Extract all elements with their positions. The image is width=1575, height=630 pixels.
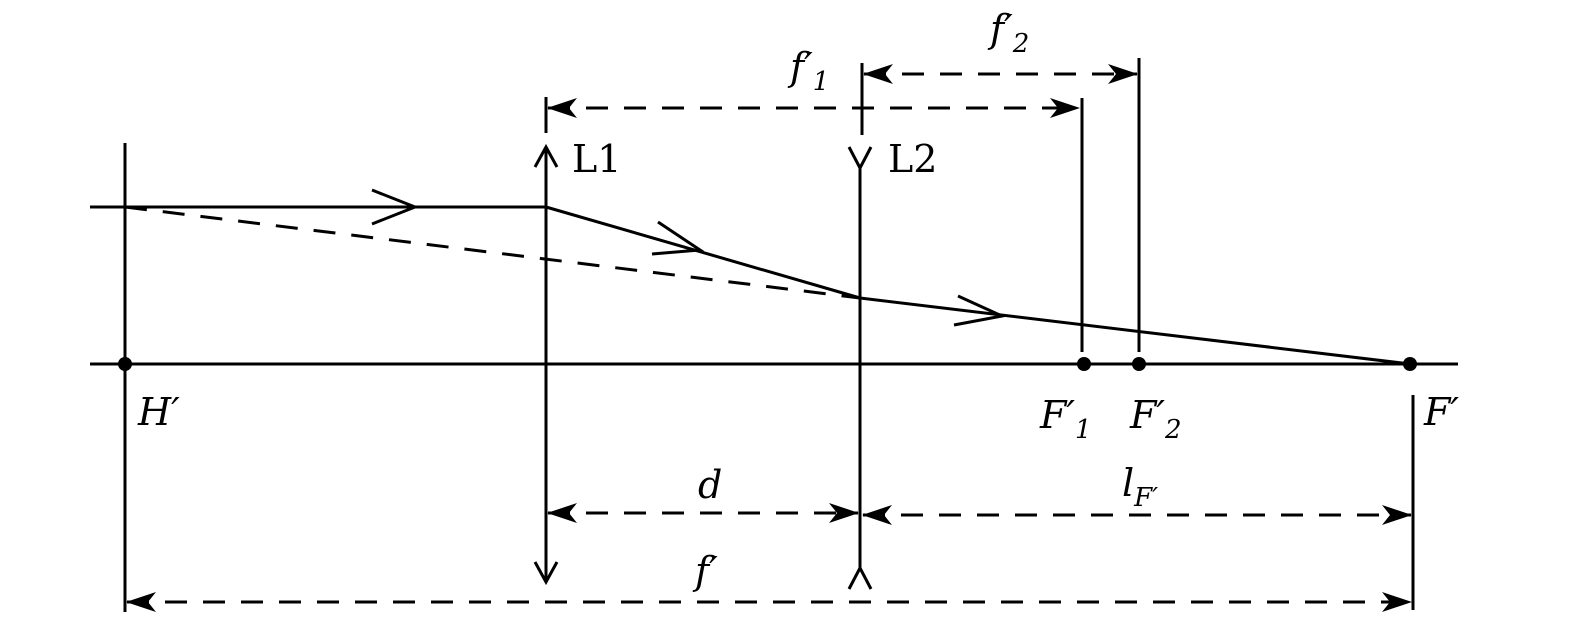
label-f2-prime: F′2: [1129, 393, 1182, 445]
lens-l1-top-arrow-icon: [533, 143, 559, 168]
label-dimension-f1: f′1: [787, 45, 829, 97]
point-h-prime: [118, 357, 132, 371]
lens-l2-bottom-v-icon: [847, 564, 873, 590]
label-l2: L2: [888, 137, 937, 181]
emergent-ray: [859, 296, 1411, 366]
ray-direction-arrow-icon: [651, 220, 705, 256]
label-dimension-f2: f′2: [987, 7, 1029, 59]
point-f1-prime: [1077, 357, 1091, 371]
lens-l1-bottom-arrow-icon: [533, 561, 559, 586]
label-l1: L1: [572, 137, 621, 181]
extended-ray-dashed: [124, 205, 861, 300]
ray-direction-arrow-icon: [371, 188, 420, 226]
label-f1-prime: F′1: [1039, 393, 1092, 445]
lens-l2-top-v-icon: [847, 146, 873, 172]
label-h-prime: H′: [137, 390, 180, 434]
label-dimension-f: f′: [692, 549, 718, 593]
ray-direction-arrow-icon: [953, 294, 1007, 327]
label-dimension-l-f: lF′: [1122, 461, 1158, 513]
label-f-prime: F′: [1423, 390, 1459, 434]
point-f-prime: [1403, 357, 1417, 371]
label-dimension-d: d: [698, 463, 722, 507]
point-f2-prime: [1132, 357, 1146, 371]
ray-between-lenses: [545, 205, 861, 300]
